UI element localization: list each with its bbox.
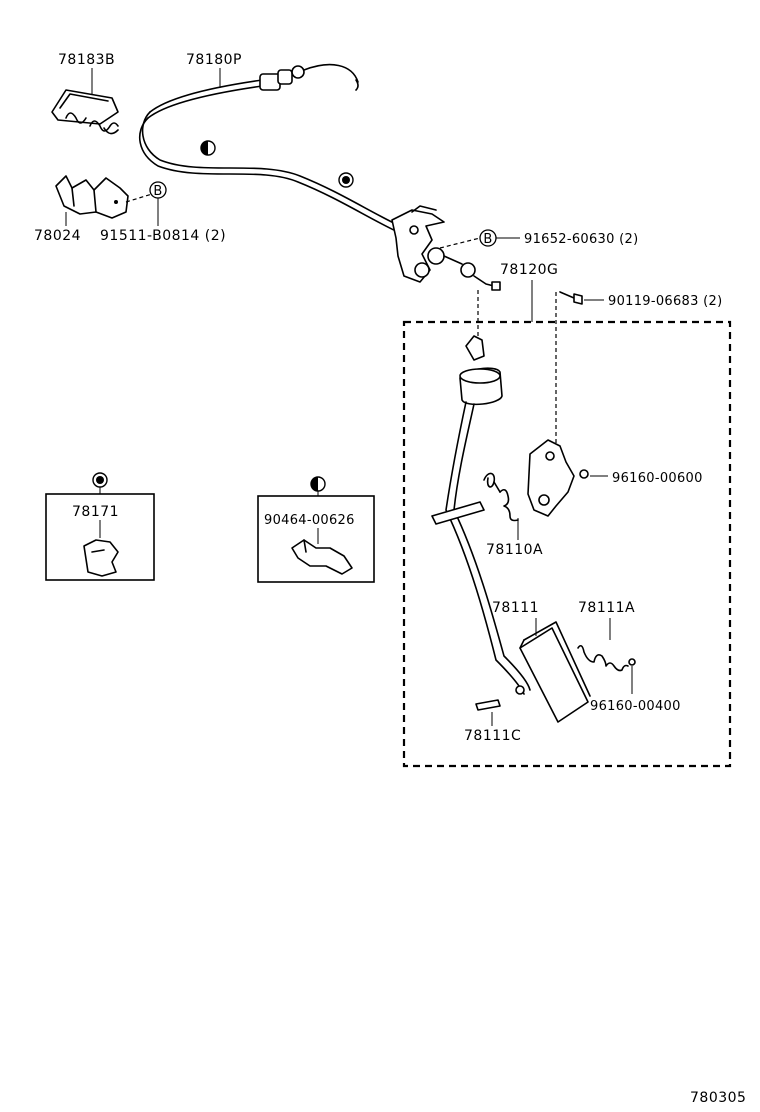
label-96160-00400: 96160-00400 [590,699,681,714]
pedal-pad-78111-part [519,621,591,723]
bolt-marker-91511-letter: B [153,184,162,199]
bracket-78183B-part [51,89,119,135]
filled-circle-marker-2 [92,472,108,488]
label-96160-00600: 96160-00600 [612,471,703,486]
label-78111C: 78111C [464,728,521,744]
filled-circle-marker-1 [338,172,354,188]
label-78111: 78111 [492,600,539,616]
label-78171: 78171 [72,504,119,520]
assembly-box-78120G [402,320,732,768]
label-78120G: 78120G [500,262,558,278]
bolt-marker-91511: B [149,181,167,199]
label-78183B: 78183B [58,52,115,68]
label-78180P: 78180P [186,52,242,68]
clip-78171-box [45,493,155,581]
nut-96160-400-part [628,658,636,666]
label-78024: 78024 [34,228,81,244]
label-78110A: 78110A [486,542,543,558]
nut-96160-600-part [579,469,589,479]
label-78111A: 78111A [578,600,635,616]
spring-78111A-part [577,644,629,672]
bolt-marker-91652: B [479,229,497,247]
pedal-arm-part [445,290,531,695]
clip-90464-box [257,495,375,583]
screw-90119-part [559,291,583,305]
half-circle-marker-2 [310,476,326,492]
figure-number: 780305 [690,1090,746,1106]
half-circle-marker-1 [200,140,216,156]
bolt-marker-91652-letter: B [483,232,492,247]
pedal-upper-bracket-part [391,205,501,291]
label-90464-00626: 90464-00626 [264,513,355,528]
pivot-pin-part [431,501,485,525]
pedal-support-bracket-part [527,439,575,517]
label-91511: 91511-B0814 (2) [100,228,226,244]
clip-78171-part [83,539,119,577]
clip-90464-part [291,539,353,575]
spring-78110A-part [483,472,519,522]
cable-78180P-part [139,63,401,233]
clamp-78024-part [55,175,129,219]
pin-78111C-part [475,699,501,711]
label-91652: 91652-60630 (2) [524,232,638,247]
label-90119: 90119-06683 (2) [608,294,722,309]
